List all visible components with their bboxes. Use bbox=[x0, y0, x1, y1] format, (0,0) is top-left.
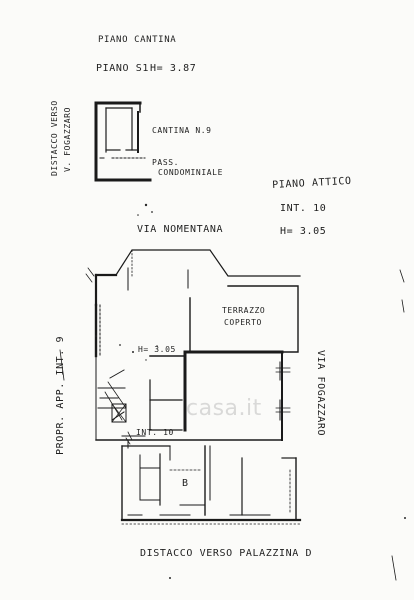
unit-mark: INT. 10 bbox=[136, 428, 174, 437]
room-height-label: H= 3.05 bbox=[138, 345, 176, 354]
cellar-label: CANTINA N.9 bbox=[152, 126, 212, 135]
terrace-label-2: COPERTO bbox=[224, 318, 262, 327]
basement-floor-label: PIANO S1 bbox=[96, 63, 149, 74]
basement-side-label-2: V. FOGAZZARO bbox=[63, 107, 72, 172]
basement-side-label: DISTACCO VERSO bbox=[50, 100, 59, 176]
scan-specks bbox=[95, 203, 406, 579]
pass-label-2: CONDOMINIALE bbox=[158, 168, 223, 177]
street-top-label: VIA NOMENTANA bbox=[137, 224, 224, 235]
left-neighbour-label: PROPR. APP. INT. 9 bbox=[55, 335, 66, 455]
drawing-marks bbox=[59, 267, 405, 581]
apartment-walls bbox=[94, 249, 302, 525]
upper-height-label: H= 3.05 bbox=[280, 226, 327, 237]
pass-label: PASS. bbox=[152, 158, 180, 167]
basement-height-label: H= 3.87 bbox=[150, 63, 197, 74]
watermark: casa.it bbox=[186, 396, 262, 421]
terrace-label: TERRAZZO bbox=[222, 306, 266, 315]
street-right-label: VIA FOGAZZARO bbox=[315, 350, 326, 437]
upper-unit-label: INT. 10 bbox=[280, 203, 327, 214]
sheet-title: PIANO CANTINA bbox=[98, 35, 177, 45]
cellar-plan bbox=[94, 101, 152, 182]
bottom-label: DISTACCO VERSO PALAZZINA D bbox=[140, 548, 313, 559]
room-letter: B bbox=[182, 478, 189, 489]
